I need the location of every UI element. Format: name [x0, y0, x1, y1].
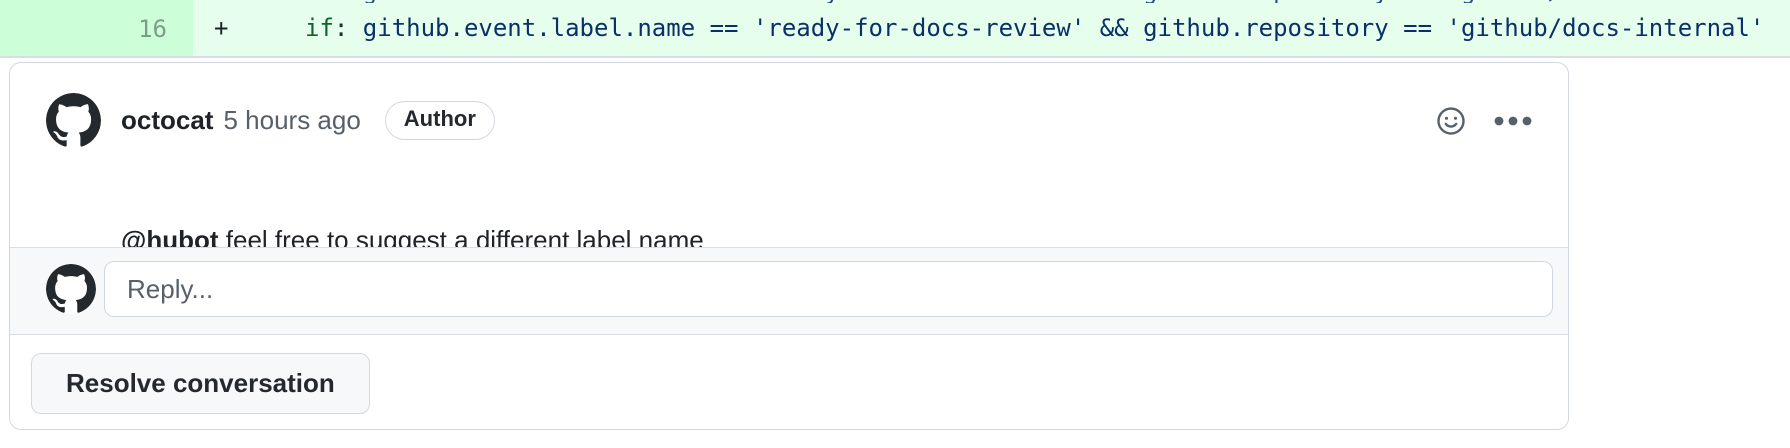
- author-badge: Author: [384, 101, 495, 140]
- diff-addition-line: if: github.event.label.name == 'ready-fo…: [0, 0, 1790, 58]
- add-reaction-button[interactable]: [1436, 106, 1466, 136]
- author-login[interactable]: octocat: [121, 105, 214, 135]
- resolve-conversation-button[interactable]: Resolve conversation: [31, 353, 370, 414]
- resolve-row: Resolve conversation: [10, 336, 1568, 429]
- comment-timestamp[interactable]: 5 hours ago: [223, 105, 361, 135]
- clipped-previous-line: if: github.event.label.name == 'ready-fo…: [305, 0, 1765, 3]
- author-avatar[interactable]: [46, 93, 101, 148]
- code-expression: github.event.label.name == 'ready-for-do…: [348, 14, 1765, 42]
- octocat-mark-icon: [46, 93, 101, 147]
- code-keyword: if: [305, 14, 334, 42]
- clipped-previous-line-text: if: github.event.label.name == 'ready-fo…: [305, 0, 1765, 3]
- comment-header: octocat 5 hours ago Author: [121, 93, 495, 148]
- diff-addition-marker: +: [214, 14, 229, 42]
- reply-input[interactable]: [104, 261, 1553, 317]
- comment-options-button[interactable]: [1494, 115, 1532, 127]
- reply-section: [10, 247, 1568, 335]
- octocat-mark-icon: [46, 264, 96, 313]
- kebab-horizontal-icon: [1494, 116, 1532, 125]
- review-comment-card: octocat 5 hours ago Author @hubot feel f…: [9, 62, 1569, 430]
- comment-header-actions: [1436, 93, 1532, 148]
- code-colon: :: [333, 14, 349, 42]
- diff-line-number[interactable]: 16: [0, 0, 193, 56]
- smiley-icon: [1437, 106, 1465, 135]
- diff-code-line: if: github.event.label.name == 'ready-fo…: [305, 0, 1764, 56]
- current-user-avatar: [46, 264, 96, 314]
